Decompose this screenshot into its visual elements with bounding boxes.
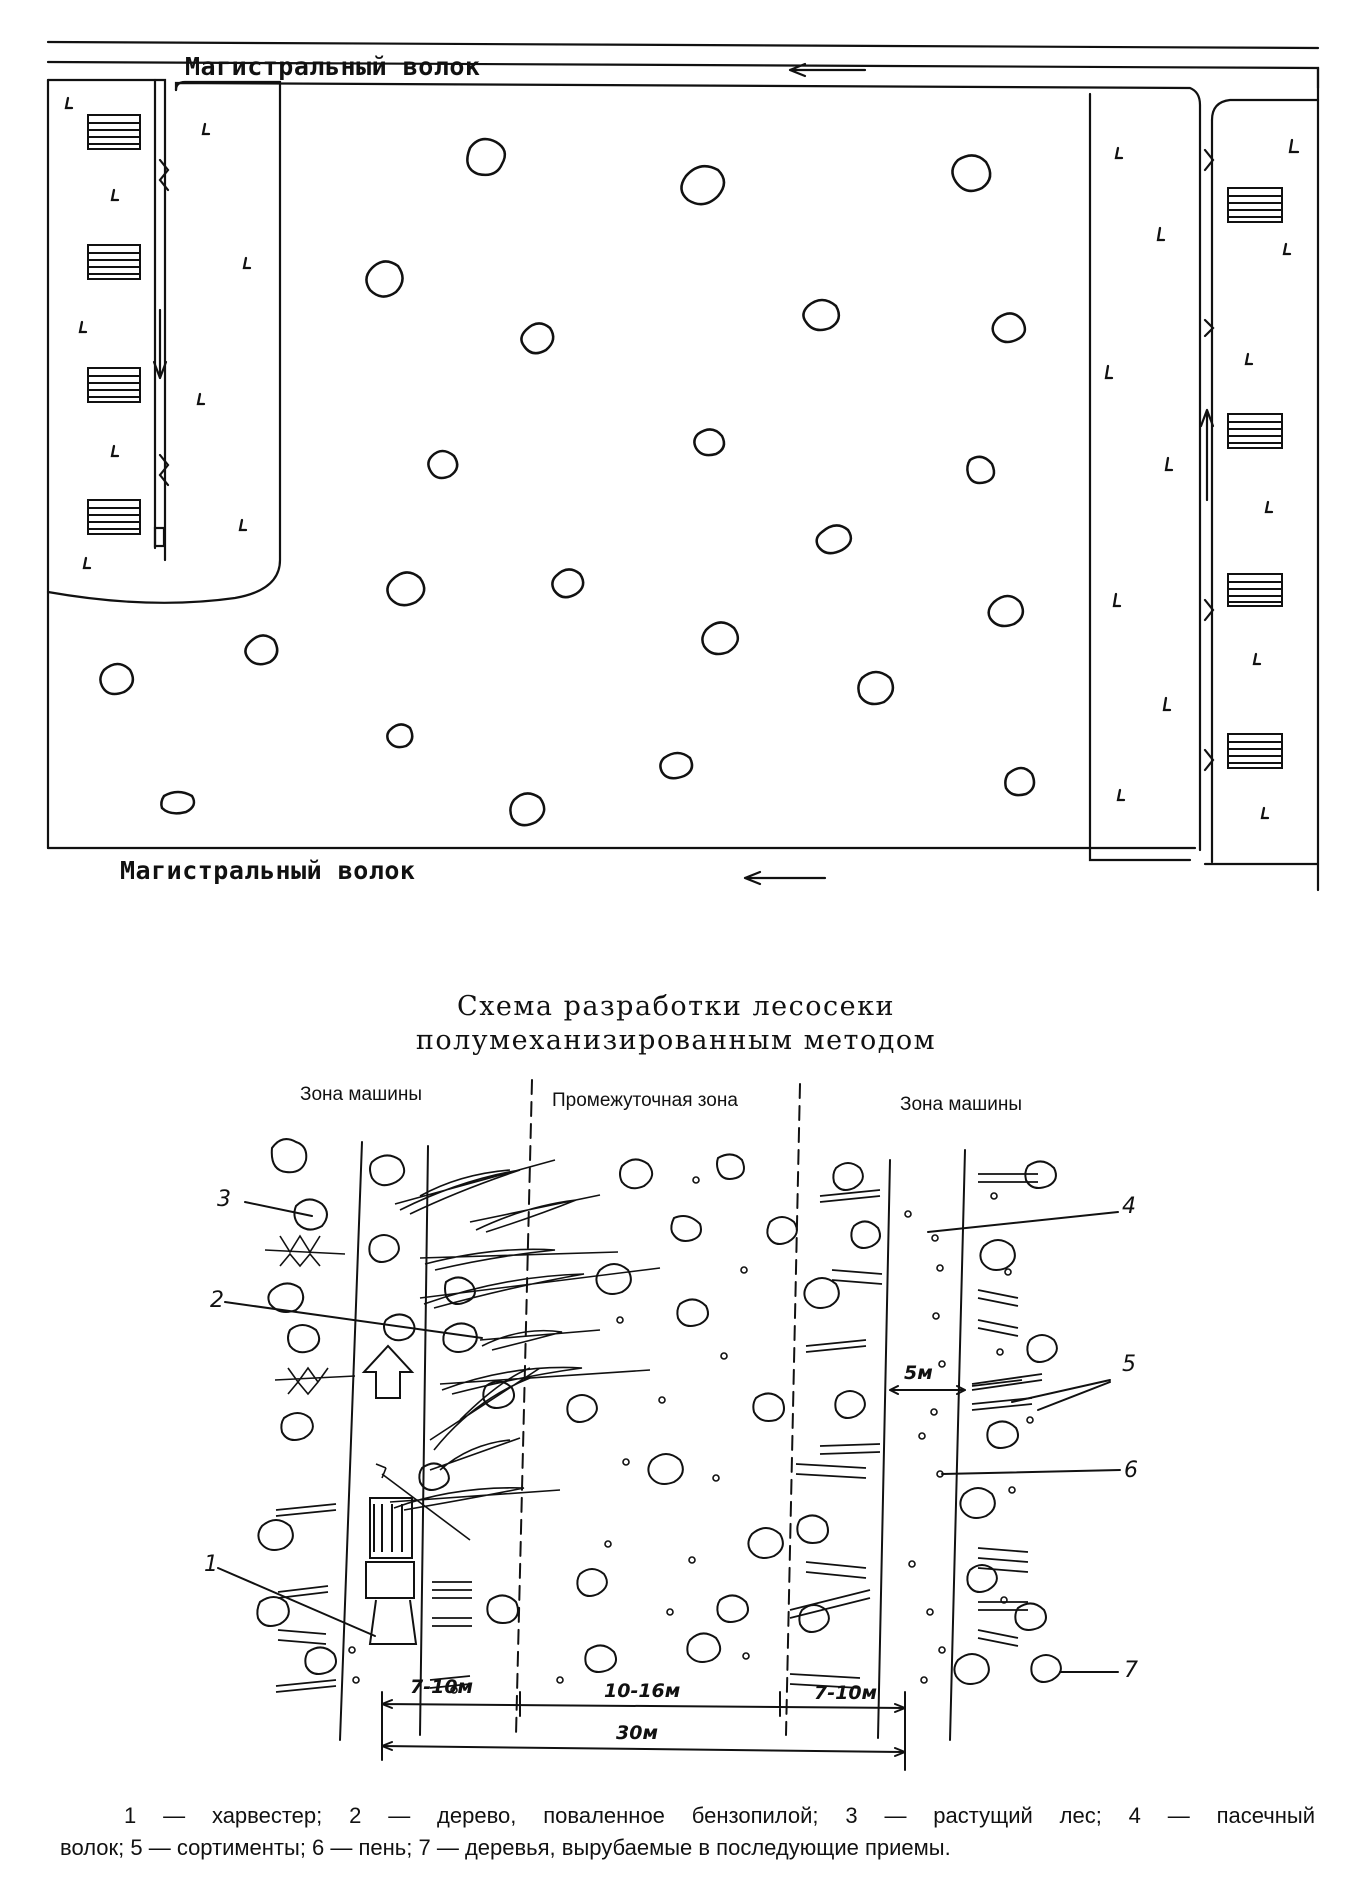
debris-mark (158, 148, 1215, 772)
right-strip-inner (1088, 92, 1192, 862)
legend-line-1: 1 — харвестер; 2 — дерево, поваленное бе… (124, 1803, 1315, 1828)
leader-3 (244, 1201, 313, 1217)
assortments (275, 1173, 1043, 1693)
zone-boundary-left (515, 1079, 533, 1736)
small-trees (264, 1234, 356, 1396)
central-plot (174, 81, 1202, 852)
dim-line-segments (381, 1691, 906, 1771)
leader-2 (224, 1301, 483, 1339)
stump-marks (64, 96, 1300, 820)
left-strip (46, 78, 167, 562)
growing-forest (256, 1138, 1062, 1685)
callout-5: 5 (1122, 1352, 1136, 1377)
arrow-bottom (743, 870, 827, 886)
leader-6 (941, 1469, 1121, 1475)
leader-1 (217, 1567, 376, 1637)
stumps (348, 1176, 1034, 1694)
main-road-label-top: Магистральный волок (185, 52, 481, 81)
callout-6: 6 (1124, 1458, 1138, 1483)
zone-label-right: Зона машины (900, 1094, 1023, 1115)
leader-5 (1011, 1379, 1111, 1411)
dimension-total: 30м (616, 1722, 658, 1744)
zone-label-left: Зона машины (300, 1084, 423, 1105)
arrow-top (788, 62, 867, 78)
right-strip-outer (1210, 98, 1320, 122)
arrow-right-up (1199, 408, 1215, 502)
diagram-title-line2: полумеханизированным методом (415, 1025, 937, 1056)
dim-arrows (381, 1699, 906, 1757)
right-skidway-line-b (949, 1149, 966, 1741)
legend-line-2: волок; 5 — сортименты; 6 — пень; 7 — дер… (60, 1835, 951, 1860)
stop-block (153, 526, 166, 548)
main-road-top-edge (46, 40, 1320, 50)
callout-3: 3 (217, 1187, 231, 1212)
dimension-gap: 5м (904, 1362, 933, 1384)
diagram-title-line1: Схема разработки лесосеки (457, 991, 895, 1022)
movement-arrow (361, 1344, 415, 1399)
main-road-label-bottom: Магистральный волок (120, 856, 416, 885)
left-skidway-line (339, 1141, 363, 1741)
arrow-left-down (152, 308, 168, 380)
callout-2: 2 (210, 1288, 224, 1313)
dim-line-total (381, 1745, 906, 1753)
callout-1: 1 (204, 1552, 218, 1577)
felled-trees (375, 1159, 661, 1541)
callout-7: 7 (1124, 1658, 1138, 1683)
dimension-left: 7-10м (410, 1676, 474, 1698)
dim-gap-5m (889, 1385, 966, 1395)
callout-4: 4 (1122, 1194, 1136, 1219)
legend-caption: 1 — харвестер; 2 — дерево, поваленное бе… (60, 1800, 1315, 1864)
zone-label-middle: Промежуточная зона (552, 1090, 738, 1111)
dimension-middle: 10-16м (604, 1680, 681, 1702)
top-diagram (46, 40, 1320, 892)
left-inner-line (419, 1145, 429, 1736)
right-skidway-line-a (877, 1159, 891, 1739)
zone-boundary-right (785, 1083, 801, 1736)
harvester (365, 1497, 418, 1645)
log-stacks (87, 114, 1283, 769)
dimension-right: 7-10м (814, 1682, 878, 1704)
tree-crowns (99, 137, 1036, 827)
leader-4 (927, 1211, 1119, 1233)
